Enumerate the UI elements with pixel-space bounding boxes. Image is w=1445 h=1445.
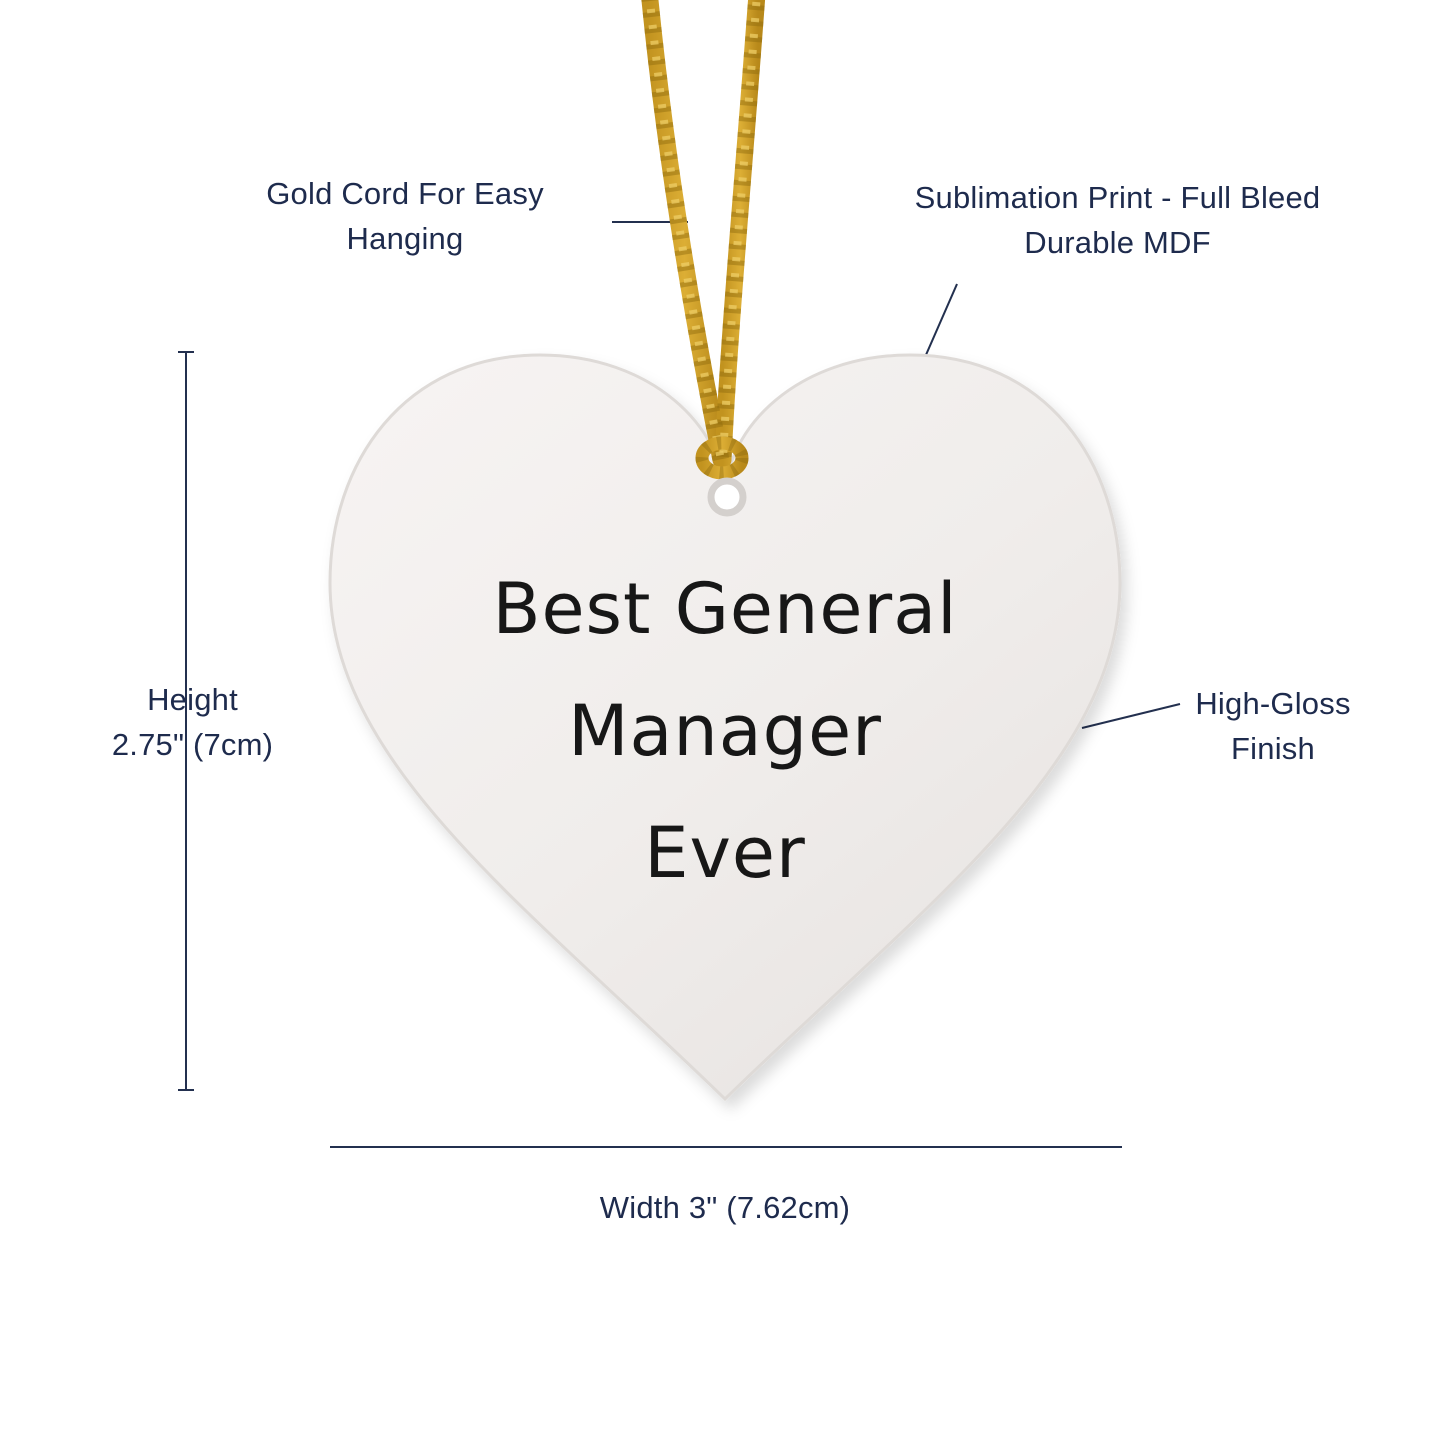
height-label: Height 2.75" (7cm) — [85, 678, 300, 768]
high-gloss-label: High-Gloss Finish — [1158, 682, 1388, 772]
ornament-printed-text: Best General Manager Ever — [425, 548, 1025, 914]
height-label-line1: Height — [147, 682, 238, 717]
gold-cord-label-line1: Gold Cord For Easy — [266, 176, 544, 211]
gold-cord-label: Gold Cord For Easy Hanging — [200, 172, 610, 262]
gloss-pointer-line — [1081, 703, 1181, 729]
sublimation-label: Sublimation Print - Full Bleed Durable M… — [845, 176, 1390, 266]
sublimation-label-line2: Durable MDF — [1024, 224, 1211, 260]
width-label-text: Width 3" (7.62cm) — [599, 1190, 851, 1225]
hanging-hole — [707, 477, 747, 517]
height-label-line2: 2.75" (7cm) — [111, 726, 274, 762]
high-gloss-label-line2: Finish — [1231, 730, 1315, 766]
ornament-text-line1: Best General — [492, 568, 958, 650]
high-gloss-label-line1: High-Gloss — [1195, 686, 1351, 721]
gold-cord-label-line2: Hanging — [346, 220, 464, 256]
height-dimension-line — [178, 351, 194, 1091]
ornament-text-line2: Manager — [568, 690, 882, 772]
sublimation-label-line1: Sublimation Print - Full Bleed — [914, 180, 1321, 215]
gold-cord — [641, 0, 766, 480]
ornament-text-line3: Ever — [644, 812, 806, 894]
heart-ornament — [328, 353, 1122, 1102]
width-label: Width 3" (7.62cm) — [475, 1186, 975, 1231]
